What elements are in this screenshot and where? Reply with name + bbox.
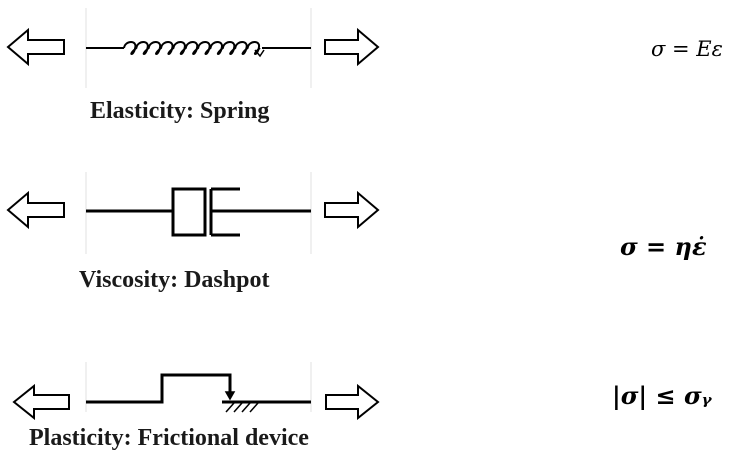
- dashpot-icon: [86, 187, 311, 237]
- caption-frictional-device: Plasticity: Frictional device: [29, 425, 309, 451]
- right-arrow-icon: [325, 383, 380, 420]
- spring-row: Elasticity: Spring σ = Eε: [0, 0, 755, 140]
- equation-frictional-device: |σ| ≤ σᵧ: [612, 381, 712, 410]
- right-arrow-icon: [324, 27, 380, 67]
- spring-diagram: [6, 8, 380, 88]
- spring-icon: [86, 41, 311, 58]
- equation-dashpot: σ = ηε̇: [620, 232, 707, 261]
- equation-spring: σ = Eε: [651, 37, 723, 61]
- left-arrow-icon: [6, 190, 65, 230]
- friction-diagram: [12, 362, 380, 420]
- caption-dashpot: Viscosity: Dashpot: [79, 267, 270, 293]
- frictional-device-icon: [86, 373, 311, 413]
- caption-spring: Elasticity: Spring: [90, 98, 270, 124]
- dashpot-row: Viscosity: Dashpot σ = ηε̇: [0, 140, 755, 300]
- left-arrow-icon: [12, 383, 70, 420]
- friction-row: Plasticity: Frictional device |σ| ≤ σᵧ: [0, 300, 755, 454]
- dashpot-diagram: [6, 172, 380, 254]
- right-arrow-icon: [324, 190, 380, 230]
- left-arrow-icon: [6, 27, 65, 67]
